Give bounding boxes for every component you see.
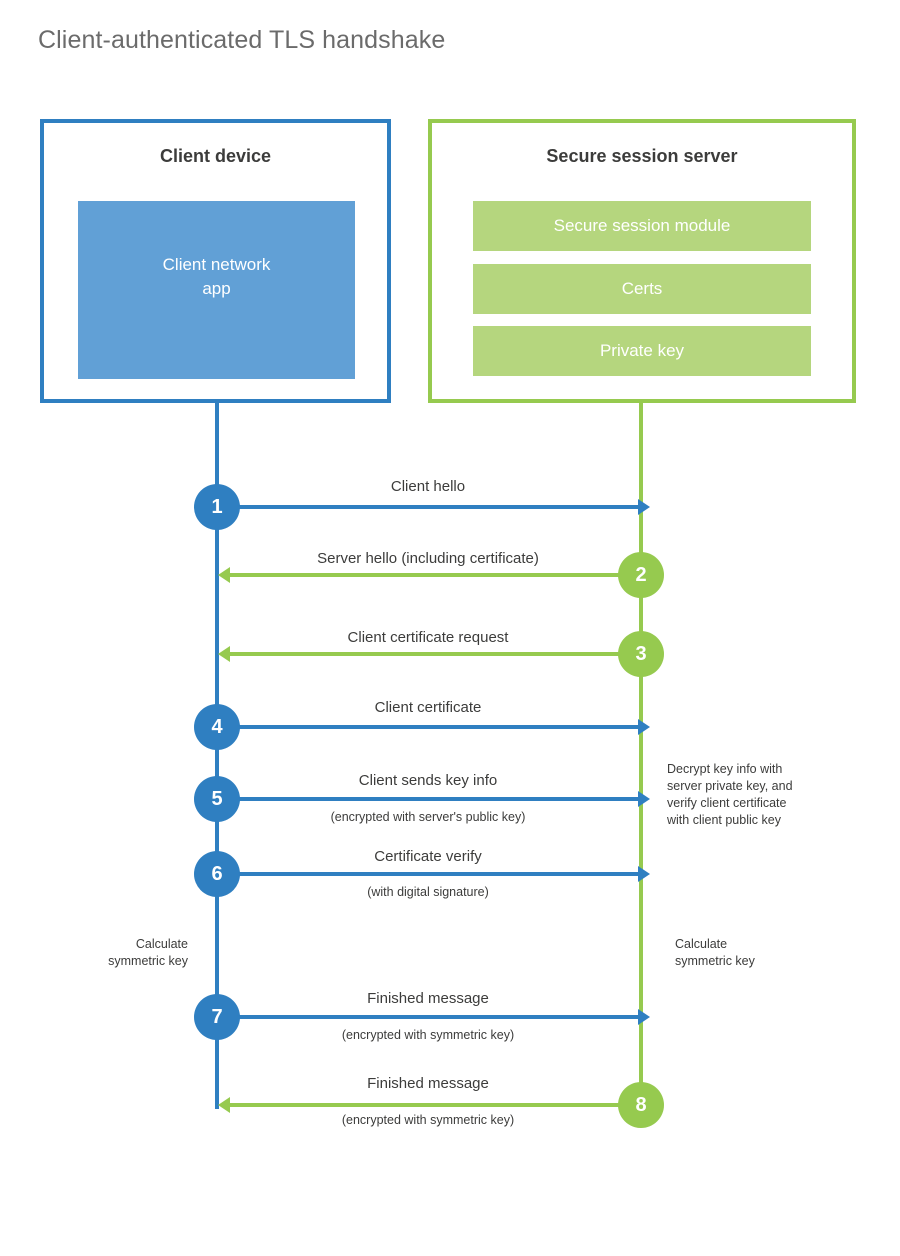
server-component-certs: Certs <box>473 264 811 314</box>
message-arrow-3 <box>218 646 639 662</box>
message-arrow-8 <box>218 1097 639 1113</box>
note-line: symmetric key <box>675 954 755 968</box>
arrow-head-left-icon <box>218 1097 230 1113</box>
message-arrow-4 <box>217 719 650 735</box>
server-component-private-key: Private key <box>473 326 811 376</box>
message-arrow-7 <box>217 1009 650 1025</box>
client-device-box: Client device Client network app <box>40 119 391 403</box>
server-component-secure-session-module: Secure session module <box>473 201 811 251</box>
server-component-label: Secure session module <box>553 216 731 235</box>
note-line: Calculate <box>675 937 728 951</box>
client-calculate-key-note: Calculate symmetric key <box>55 936 188 970</box>
message-label-7: Finished message <box>367 990 489 1007</box>
secure-session-server-title: Secure session server <box>546 146 738 166</box>
note-line: Decrypt key info with <box>667 762 783 776</box>
arrow-head-left-icon <box>218 646 230 662</box>
message-arrow-1 <box>217 499 650 515</box>
note-line: with client public key <box>667 813 781 827</box>
step-circle-6[interactable]: 6 <box>194 851 240 897</box>
arrow-head-right-icon <box>638 1009 650 1025</box>
arrow-head-right-icon <box>638 719 650 735</box>
server-decrypt-note: Decrypt key info with server private key… <box>667 761 847 829</box>
secure-session-server-box: Secure session server Secure session mod… <box>428 119 856 403</box>
note-line: Calculate <box>135 937 188 951</box>
step-circle-4[interactable]: 4 <box>194 704 240 750</box>
message-arrow-2 <box>218 567 639 583</box>
client-lifeline <box>215 403 219 1109</box>
message-sublabel-6: (with digital signature) <box>367 885 489 899</box>
arrow-head-left-icon <box>218 567 230 583</box>
client-network-app-block: Client network app <box>78 201 355 379</box>
server-component-label: Private key <box>599 341 685 360</box>
server-lifeline <box>639 403 643 1106</box>
step-circle-5[interactable]: 5 <box>194 776 240 822</box>
message-label-3: Client certificate request <box>347 629 509 646</box>
message-arrow-6 <box>217 866 650 882</box>
note-line: symmetric key <box>108 954 188 968</box>
message-label-5: Client sends key info <box>358 772 498 789</box>
message-label-8: Finished message <box>367 1075 489 1092</box>
server-component-label: Certs <box>621 279 663 298</box>
note-line: server private key, and <box>667 779 793 793</box>
message-label-1: Client hello <box>390 478 466 495</box>
client-device-title: Client device <box>159 146 272 166</box>
message-label-6: Certificate verify <box>374 848 482 865</box>
step-circle-8[interactable]: 8 <box>618 1082 664 1128</box>
client-app-line1: Client network <box>162 255 271 274</box>
step-circle-1[interactable]: 1 <box>194 484 240 530</box>
step-circle-3[interactable]: 3 <box>618 631 664 677</box>
message-arrow-5 <box>217 791 650 807</box>
message-label-4: Client certificate <box>374 699 482 716</box>
message-sublabel-8: (encrypted with symmetric key) <box>341 1113 515 1127</box>
arrow-head-right-icon <box>638 791 650 807</box>
message-sublabel-7: (encrypted with symmetric key) <box>341 1028 515 1042</box>
server-calculate-key-note: Calculate symmetric key <box>675 936 835 970</box>
step-circle-7[interactable]: 7 <box>194 994 240 1040</box>
client-network-app-label: Client network app <box>163 253 271 301</box>
arrow-head-right-icon <box>638 866 650 882</box>
step-circle-2[interactable]: 2 <box>618 552 664 598</box>
message-label-2: Server hello (including certificate) <box>317 550 539 567</box>
page-title: Client-authenticated TLS handshake <box>38 26 446 54</box>
arrow-head-right-icon <box>638 499 650 515</box>
message-sublabel-5: (encrypted with server's public key) <box>330 810 526 824</box>
note-line: verify client certificate <box>667 796 787 810</box>
client-app-line2: app <box>202 279 231 298</box>
